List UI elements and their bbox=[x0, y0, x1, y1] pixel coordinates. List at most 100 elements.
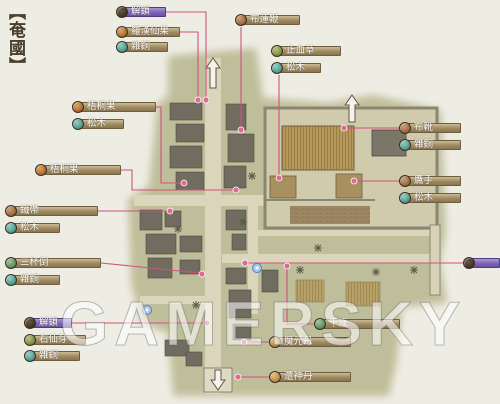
map-item-label: 雜銅 bbox=[24, 350, 80, 362]
item-name: 雜銅 bbox=[414, 139, 434, 150]
map-item-label: 解鎖 bbox=[116, 6, 166, 18]
south-exit-arrow-icon bbox=[210, 369, 226, 391]
wine-icon bbox=[314, 318, 326, 330]
item-location-marker bbox=[275, 174, 283, 182]
fruit-icon bbox=[35, 164, 47, 176]
item-name: 布靴 bbox=[414, 122, 434, 133]
tree-icon bbox=[314, 244, 322, 252]
belt-icon bbox=[5, 205, 17, 217]
item-name: 松木 bbox=[20, 222, 40, 233]
map-item-label: 松木 bbox=[5, 222, 60, 234]
tree-icon bbox=[239, 218, 247, 226]
herb-icon bbox=[271, 45, 283, 57]
item-name: 梧桐果 bbox=[50, 164, 79, 175]
ore-icon bbox=[116, 41, 128, 53]
building bbox=[225, 267, 247, 285]
map-item-label: 止血草 bbox=[271, 45, 341, 57]
item-location-marker bbox=[237, 126, 245, 134]
leader-line bbox=[166, 11, 207, 98]
building bbox=[227, 133, 255, 163]
building bbox=[164, 210, 182, 228]
east-street bbox=[222, 254, 440, 263]
item-name: 石仙芽 bbox=[39, 334, 68, 345]
weapon-icon bbox=[235, 14, 247, 26]
item-location-marker bbox=[198, 270, 206, 278]
gauntlet-icon bbox=[399, 175, 411, 187]
map-item-label: 松木 bbox=[271, 62, 321, 74]
item-location-marker bbox=[180, 179, 188, 187]
chest-icon bbox=[463, 257, 475, 269]
chest-icon bbox=[24, 317, 36, 329]
building bbox=[225, 209, 247, 231]
building bbox=[231, 233, 247, 251]
building bbox=[185, 351, 203, 367]
waypoints bbox=[142, 263, 262, 315]
compound-hall bbox=[269, 175, 297, 199]
item-location-marker bbox=[234, 373, 242, 381]
compound-hall bbox=[335, 173, 363, 199]
item-name: 解鎖 bbox=[39, 317, 59, 328]
leader-line bbox=[121, 169, 234, 191]
map-item-label: 千歲 bbox=[314, 318, 400, 330]
building bbox=[228, 289, 252, 319]
item-location-marker bbox=[203, 319, 211, 327]
leader-line bbox=[156, 106, 182, 184]
building bbox=[169, 102, 203, 121]
building bbox=[164, 339, 190, 357]
tree-icon bbox=[192, 301, 200, 309]
item-name: 羅漢仙果 bbox=[131, 26, 170, 37]
east-gate bbox=[429, 224, 441, 296]
boots-icon bbox=[399, 122, 411, 134]
leader-line bbox=[180, 31, 199, 98]
item-name: 松木 bbox=[87, 118, 107, 129]
wood-icon bbox=[5, 222, 17, 234]
map-item-label: 解鎖 bbox=[24, 317, 72, 329]
building bbox=[145, 233, 177, 255]
item-location-marker bbox=[240, 338, 248, 346]
south-wall-street bbox=[250, 230, 440, 236]
item-name: 松木 bbox=[286, 62, 306, 73]
waypoint-core bbox=[255, 266, 259, 270]
region-title: 【奄國】 bbox=[5, 3, 25, 75]
item-location-marker bbox=[166, 207, 174, 215]
map-item-label: 梧桐果 bbox=[35, 164, 121, 176]
field bbox=[295, 279, 325, 303]
building bbox=[261, 269, 279, 293]
item-name: 雜銅 bbox=[20, 274, 40, 285]
alley bbox=[140, 296, 210, 304]
tree-icon bbox=[174, 225, 182, 233]
building bbox=[175, 171, 205, 191]
building bbox=[232, 323, 252, 341]
waypoint-core bbox=[145, 308, 149, 312]
item-location-marker bbox=[194, 96, 202, 104]
fruit-icon bbox=[72, 101, 84, 113]
wood-icon bbox=[72, 118, 84, 130]
item-location-marker bbox=[232, 186, 240, 194]
field bbox=[345, 281, 381, 307]
item-name: 梧桐果 bbox=[87, 101, 116, 112]
chest-icon bbox=[116, 6, 128, 18]
wine-icon bbox=[5, 257, 17, 269]
item-location-marker bbox=[350, 177, 358, 185]
building bbox=[179, 235, 203, 253]
map-item-label: 石仙芽 bbox=[24, 334, 86, 346]
tree-icon bbox=[248, 172, 256, 180]
cross-street bbox=[248, 204, 258, 314]
item-name: 鷹手 bbox=[414, 175, 434, 186]
map-item-label: 梧桐果 bbox=[72, 101, 156, 113]
map-item-label: 三杯倒 bbox=[5, 257, 101, 269]
item-name: 解鎖 bbox=[131, 6, 151, 17]
inner-terrace bbox=[290, 206, 370, 224]
item-name: 松木 bbox=[414, 192, 434, 203]
map-item-label bbox=[463, 257, 500, 269]
map-item-label: 雜銅 bbox=[5, 274, 60, 286]
pill-icon bbox=[269, 371, 281, 383]
map-item-label: 雜銅 bbox=[116, 41, 168, 53]
fields bbox=[295, 279, 381, 307]
trees bbox=[174, 172, 418, 309]
building bbox=[169, 145, 203, 169]
item-location-marker bbox=[340, 124, 348, 132]
map-item-label: 布蓮鞭 bbox=[235, 14, 300, 26]
courtyard bbox=[281, 125, 355, 171]
